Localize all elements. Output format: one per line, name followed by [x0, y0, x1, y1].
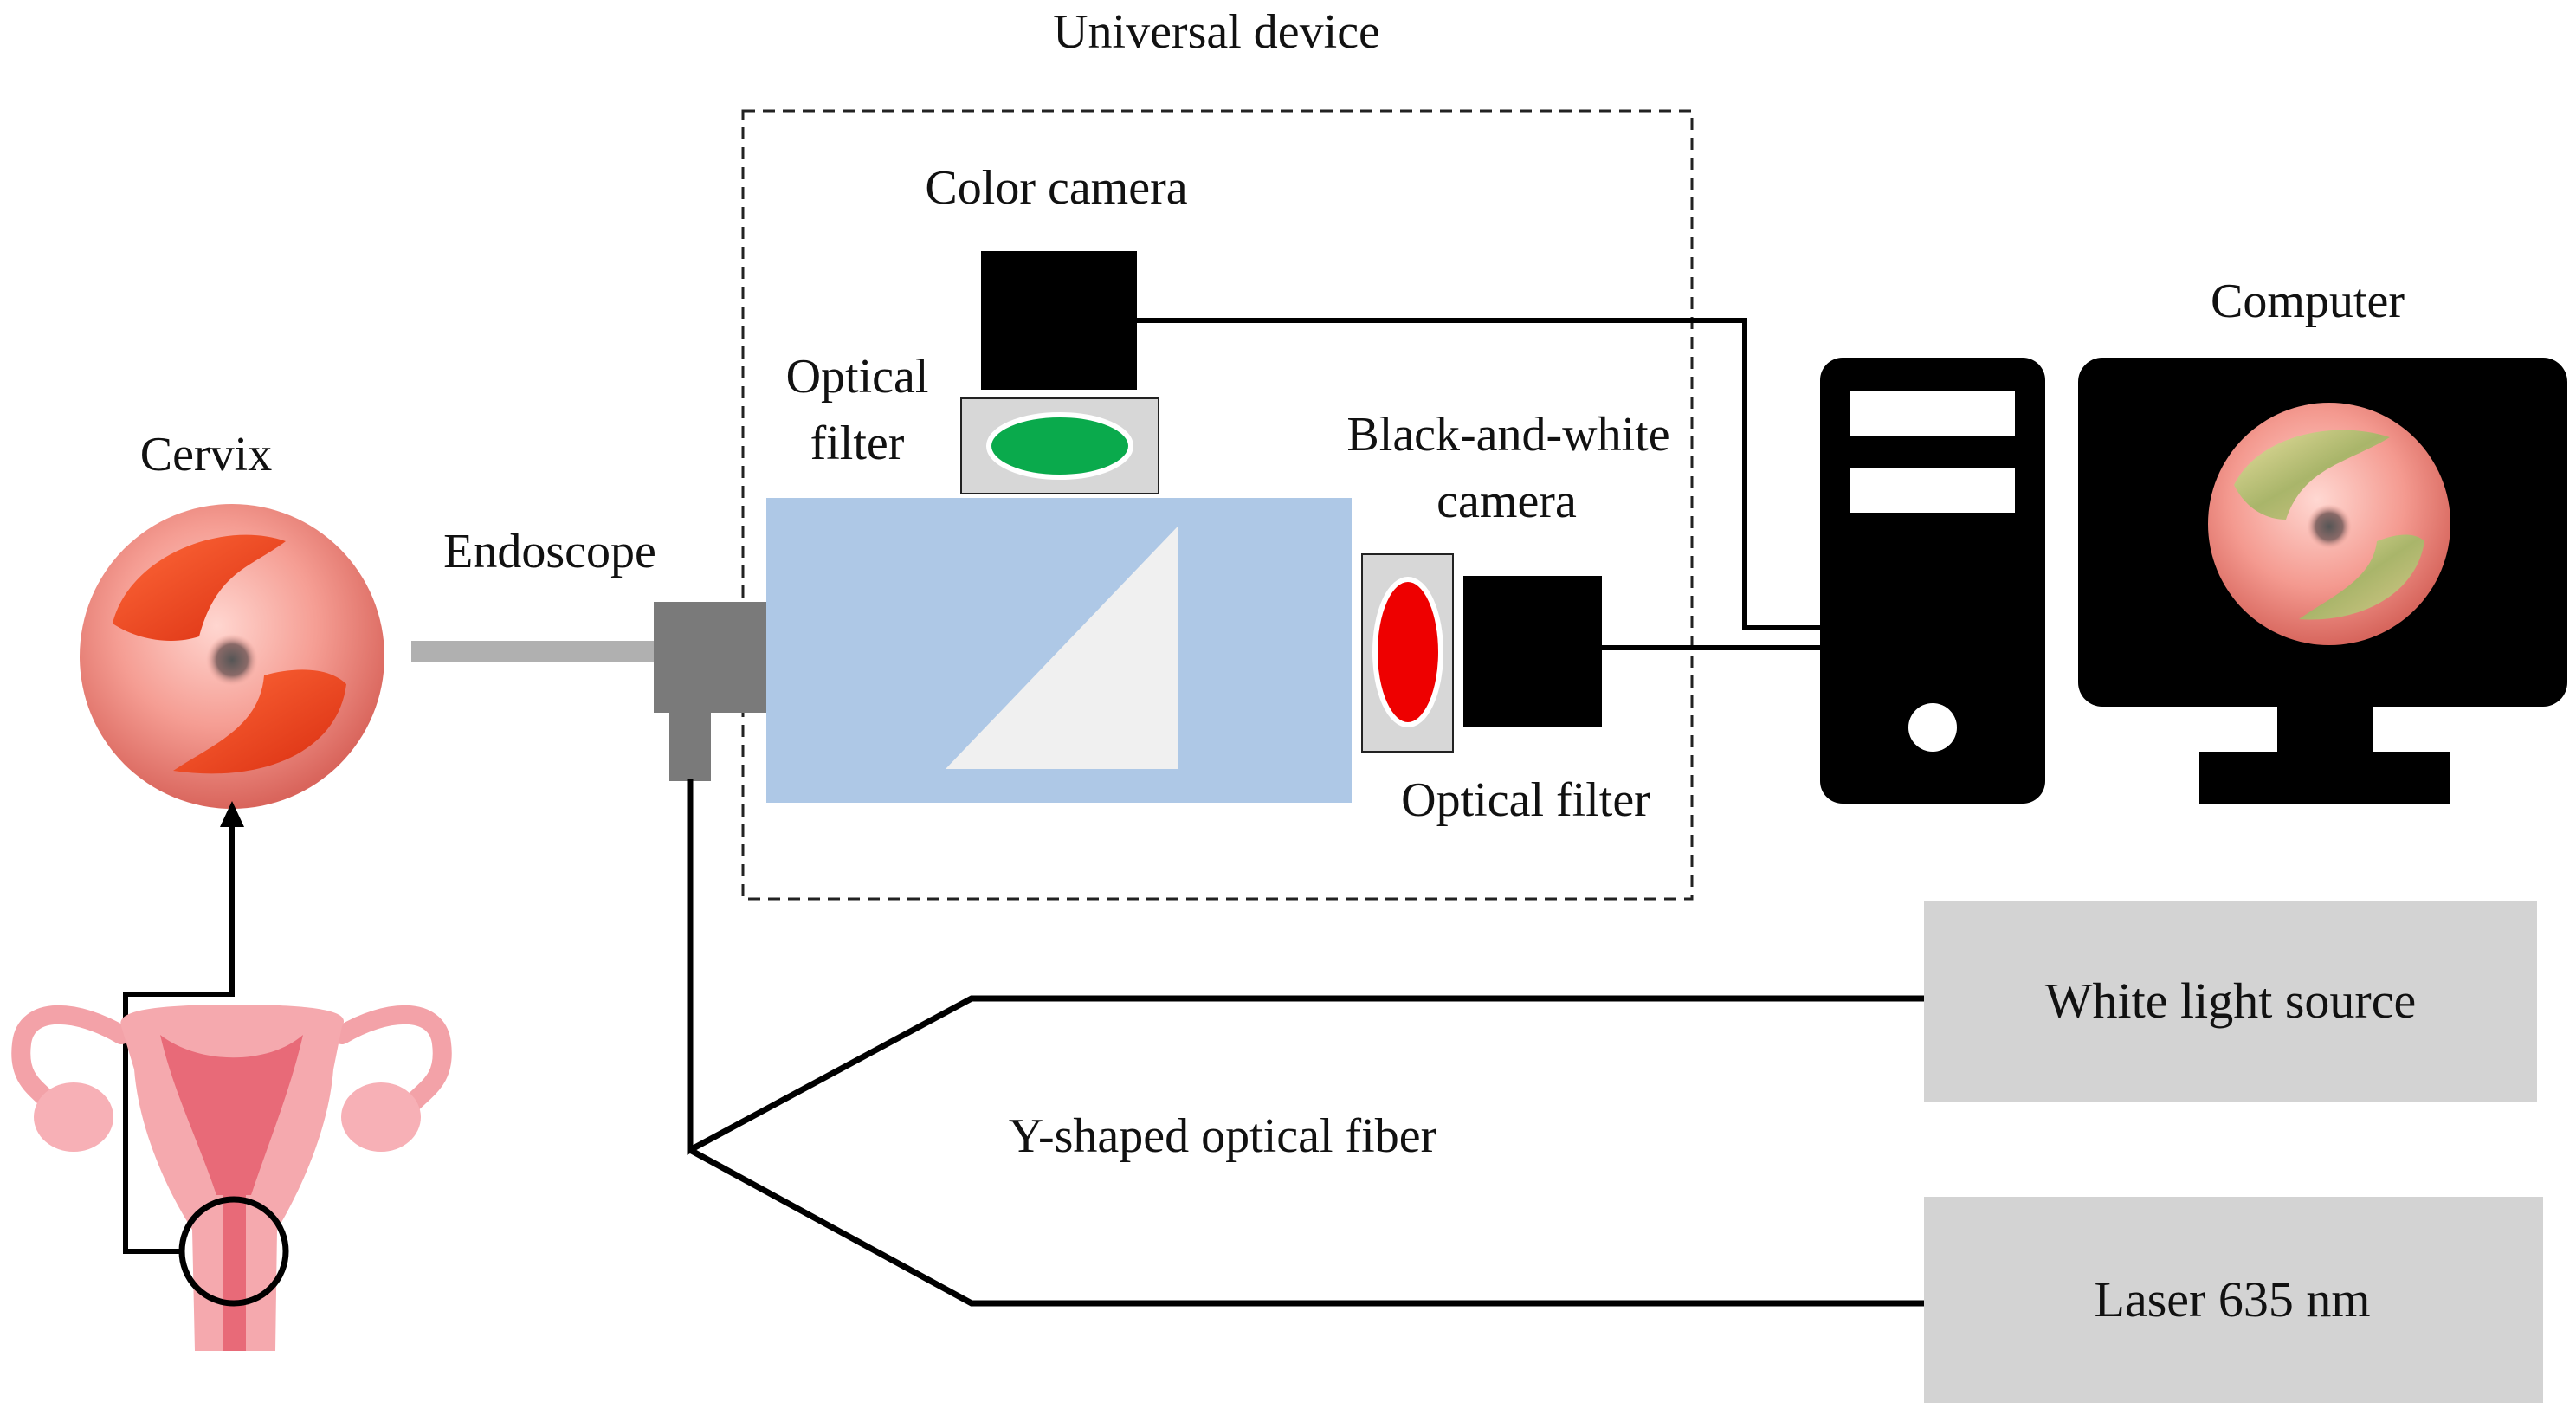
monitor-stand [2199, 752, 2450, 804]
tower-drive-bay-1 [1850, 391, 2015, 436]
color-camera-label: Color camera [925, 161, 1187, 215]
color-camera [981, 251, 1137, 390]
green-filter [986, 412, 1133, 480]
endoscope-fiber-port [669, 710, 711, 781]
tower-power-button [1908, 703, 1957, 752]
bw-camera-label-line1: Black-and-white [1346, 408, 1669, 462]
cervix-label: Cervix [140, 428, 272, 481]
monitor-neck [2277, 703, 2373, 755]
red-filter [1372, 577, 1443, 727]
universal-device-label: Universal device [1053, 5, 1380, 59]
cervix-pointer-arrowhead [220, 801, 244, 827]
endoscope-coupler [654, 602, 766, 713]
uterus-illustration [11, 1005, 452, 1351]
computer-label: Computer [2211, 275, 2405, 328]
y-fiber-white-branch [687, 779, 1927, 1155]
cervix-illustration [80, 504, 384, 809]
top-filter-label-line2: filter [810, 417, 905, 470]
cervix-pointer-line [123, 818, 235, 1254]
white-light-source-label: White light source [2045, 972, 2416, 1029]
uterus-cervix-highlight [178, 1196, 289, 1307]
laser-source-label: Laser 635 nm [2095, 1271, 2371, 1328]
endoscope-tube [411, 641, 655, 662]
y-fiber-laser-branch [688, 1147, 1927, 1307]
color-camera-cable [1137, 318, 1823, 630]
universal-device-boundary [741, 109, 1694, 901]
tower-drive-bay-2 [1850, 468, 2015, 513]
endoscope-label: Endoscope [443, 525, 656, 578]
laser-source-box [1924, 1197, 2543, 1403]
screen-cervix-image [2208, 403, 2450, 645]
y-fiber-label: Y-shaped optical fiber [1009, 1109, 1437, 1163]
right-filter-label: Optical filter [1401, 773, 1650, 827]
bw-camera [1463, 576, 1602, 727]
white-light-source-box [1924, 901, 2537, 1102]
beam-splitter-prism [946, 527, 1178, 769]
bw-camera-label-line2: camera [1436, 475, 1577, 528]
top-filter-label-line1: Optical [786, 350, 929, 404]
